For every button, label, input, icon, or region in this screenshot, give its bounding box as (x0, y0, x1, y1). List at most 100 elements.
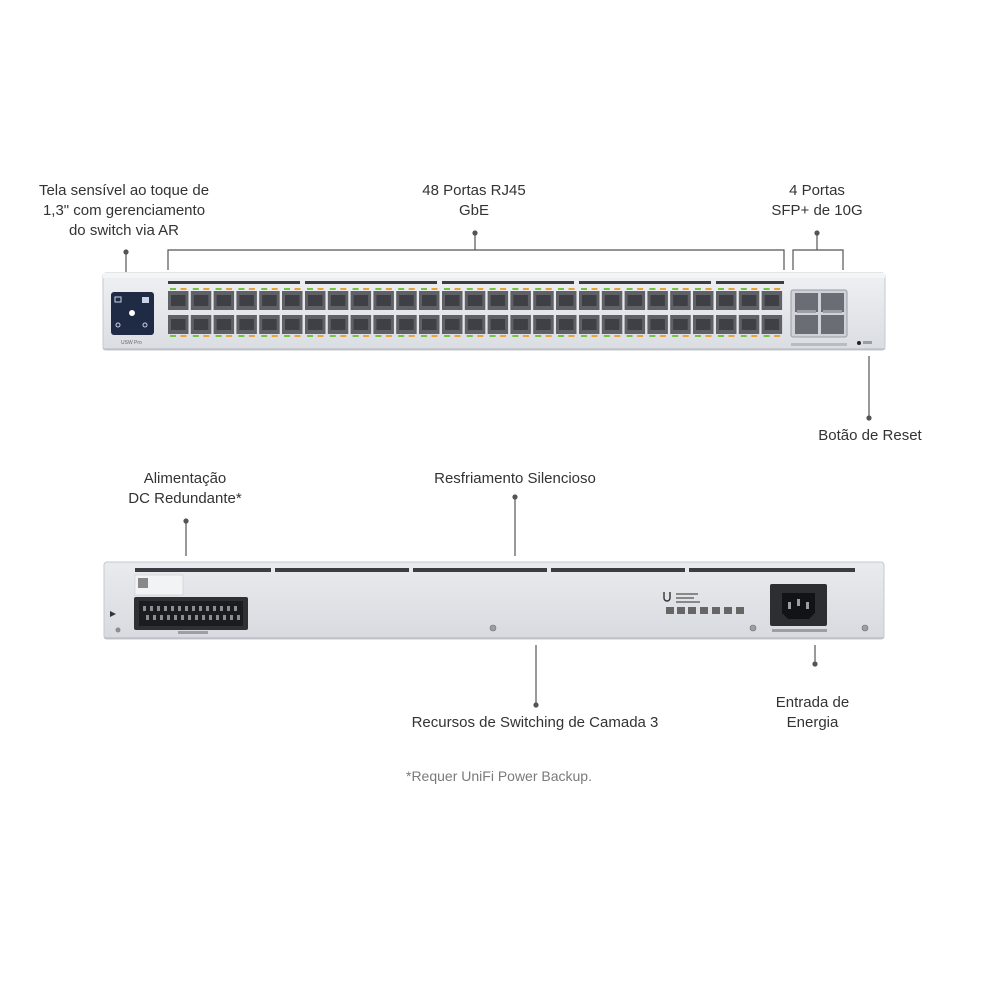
port-led-activity (659, 288, 666, 290)
port-led-activity (203, 335, 210, 337)
port-led-link (261, 288, 268, 290)
rj45-port-jack (673, 319, 688, 330)
rj45-port-jack (582, 295, 597, 306)
port-led-activity (682, 335, 689, 337)
port-led-activity (408, 288, 415, 290)
rj45-port-jack (696, 319, 711, 330)
port-led-link (626, 335, 633, 337)
port-led-link (558, 335, 564, 337)
port-led-link (444, 288, 450, 290)
dc-connector-pin (213, 606, 216, 611)
port-led-activity (705, 288, 712, 290)
rj45-port-jack (171, 295, 186, 306)
port-led-link (718, 288, 724, 290)
port-led-activity (203, 288, 210, 290)
port-led-link (398, 335, 405, 337)
rj45-port-jack (399, 295, 414, 306)
port-led-link (375, 288, 382, 290)
port-led-activity (637, 335, 644, 337)
port-led-link (672, 335, 679, 337)
port-led-link (740, 335, 747, 337)
iec-power-inlet-icon[interactable] (770, 584, 827, 632)
dc-connector-pin (220, 606, 223, 611)
port-led-link (215, 335, 222, 337)
port-led-link (626, 288, 633, 290)
rj45-port-jack (193, 319, 209, 330)
port-led-link (398, 288, 405, 290)
dc-connector-pin (230, 615, 233, 620)
dc-connector-pin (206, 606, 209, 611)
port-led-link (192, 288, 199, 290)
sfp-port-icon[interactable] (795, 293, 818, 312)
port-led-activity (751, 288, 758, 290)
callout-dc-power: Alimentação DC Redundante* (128, 470, 242, 507)
sfp-port-array (790, 289, 848, 346)
port-led-activity (728, 288, 735, 290)
port-led-activity (180, 288, 187, 290)
port-led-link (261, 335, 268, 337)
dc-connector-pin (188, 615, 191, 620)
callout-reset: Botão de Reset (818, 427, 922, 444)
dc-connector-pin (146, 615, 149, 620)
rear-screws (489, 624, 869, 632)
rj45-port-jack (513, 295, 528, 306)
rj45-port-jack (171, 319, 186, 330)
port-led-activity (500, 288, 507, 290)
dc-connector-pin (160, 615, 163, 620)
port-led-activity (226, 335, 233, 337)
dc-connector-pin (171, 606, 174, 611)
rj45-port-jack (604, 295, 620, 306)
rj45-port-jack (467, 319, 483, 330)
rj45-port-jack (262, 295, 277, 306)
rj45-port-jack (376, 319, 391, 330)
rear-left-markings (110, 611, 121, 633)
rj45-port-jack (490, 295, 506, 306)
svg-text:USW Pro: USW Pro (121, 340, 142, 346)
port-led-activity (454, 335, 461, 337)
port-led-link (695, 288, 701, 290)
port-led-link (284, 335, 290, 337)
reset-button-icon[interactable] (857, 341, 872, 345)
rear-product-sticker (134, 574, 184, 596)
port-led-activity (317, 288, 324, 290)
port-led-activity (774, 288, 781, 290)
port-led-activity (271, 288, 278, 290)
dc-connector-pin (202, 615, 205, 620)
port-led-link (649, 288, 656, 290)
rj45-port-jack (467, 295, 483, 306)
dc-connector-pin (164, 606, 167, 611)
dc-connector-pin (234, 606, 237, 611)
port-led-activity (591, 288, 598, 290)
port-led-activity (294, 288, 301, 290)
sfp-port-icon[interactable] (795, 315, 818, 334)
sfp-port-icon[interactable] (821, 315, 844, 334)
dc-connector-icon[interactable] (134, 597, 248, 634)
switch-rear-panel (103, 561, 885, 640)
port-led-link (352, 335, 359, 337)
callout-power-input: Entrada de Energia (775, 694, 850, 731)
rj45-port-jack (627, 295, 643, 306)
dc-connector-pin (216, 615, 219, 620)
rj45-port-jack (285, 319, 300, 330)
port-led-activity (751, 335, 758, 337)
port-led-activity (591, 335, 598, 337)
port-led-activity (248, 288, 255, 290)
port-led-activity (522, 335, 529, 337)
rj45-port-jack (330, 319, 346, 330)
port-led-activity (659, 335, 666, 337)
callout-cooling: Resfriamento Silencioso (434, 470, 596, 487)
rj45-port-jack (627, 319, 643, 330)
port-led-link (192, 335, 199, 337)
port-led-activity (431, 288, 438, 290)
port-led-link (238, 288, 245, 290)
rj45-port-jack (262, 319, 277, 330)
rj45-port-jack (650, 295, 665, 306)
port-led-activity (454, 288, 461, 290)
sfp-port-icon[interactable] (821, 293, 844, 312)
port-led-activity (431, 335, 438, 337)
rj45-port-jack (536, 319, 551, 330)
port-led-activity (500, 335, 507, 337)
port-led-link (581, 288, 587, 290)
port-led-activity (340, 288, 347, 290)
